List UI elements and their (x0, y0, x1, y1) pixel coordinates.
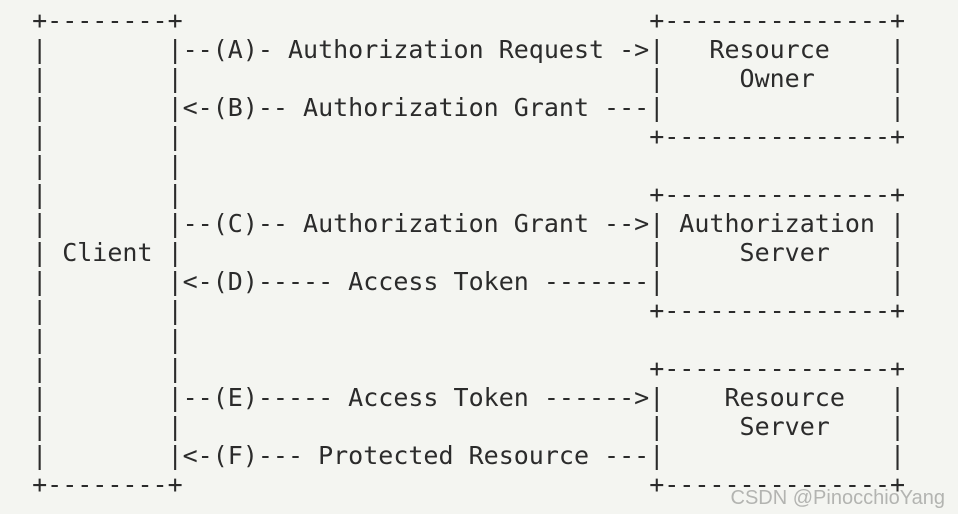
csdn-watermark: CSDN @PinocchioYang (730, 487, 945, 509)
ascii-flow-art: +--------+ +---------------+ | |--(A)- A… (32, 6, 906, 499)
